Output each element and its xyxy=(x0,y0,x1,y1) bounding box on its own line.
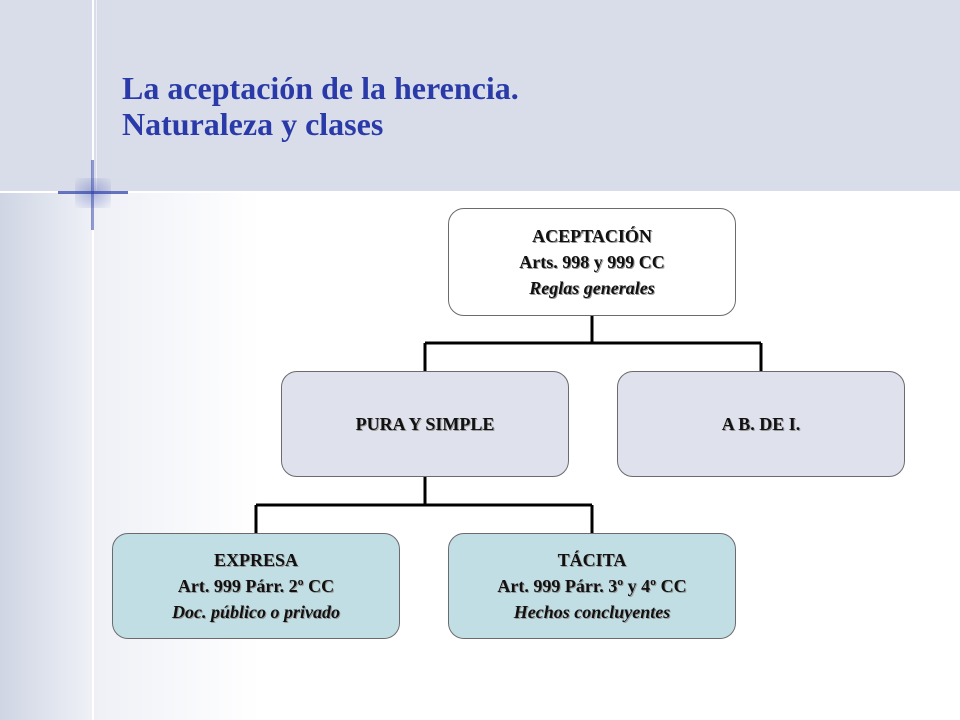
node-aceptacion-heading: ACEPTACIÓN xyxy=(532,226,652,246)
slide-title: La aceptación de la herencia. Naturaleza… xyxy=(122,70,519,142)
node-pura-y-simple: PURA Y SIMPLE xyxy=(281,371,569,477)
node-expresa-subtitle: Doc. público o privado xyxy=(172,602,340,622)
node-tacita-subtitle: Hechos concluyentes xyxy=(513,602,671,622)
node-tacita: TÁCITA Art. 999 Párr. 3º y 4º CC Hechos … xyxy=(448,533,736,639)
node-aceptacion-articles: Arts. 998 y 999 CC xyxy=(519,252,665,272)
slide-title-line-2: Naturaleza y clases xyxy=(122,106,384,142)
node-expresa-article: Art. 999 Párr. 2º CC xyxy=(177,576,335,596)
node-aceptacion: ACEPTACIÓN Arts. 998 y 999 CC Reglas gen… xyxy=(448,208,736,316)
header-band xyxy=(0,0,960,192)
slide-title-line-1: La aceptación de la herencia. xyxy=(122,70,519,106)
node-aceptacion-subtitle: Reglas generales xyxy=(529,278,655,298)
header-divider xyxy=(0,191,960,193)
node-expresa: EXPRESA Art. 999 Párr. 2º CC Doc. públic… xyxy=(112,533,400,639)
node-tacita-heading: TÁCITA xyxy=(557,550,627,570)
node-a-b-de-i: A B. DE I. xyxy=(617,371,905,477)
node-a-b-de-i-label: A B. DE I. xyxy=(721,414,801,434)
node-pura-y-simple-label: PURA Y SIMPLE xyxy=(355,414,495,434)
cross-decoration-vertical xyxy=(91,160,94,230)
vertical-guide-line xyxy=(92,0,94,720)
node-tacita-article: Art. 999 Párr. 3º y 4º CC xyxy=(497,576,687,596)
vertical-guide-line-secondary xyxy=(96,0,97,720)
node-expresa-heading: EXPRESA xyxy=(213,550,298,570)
